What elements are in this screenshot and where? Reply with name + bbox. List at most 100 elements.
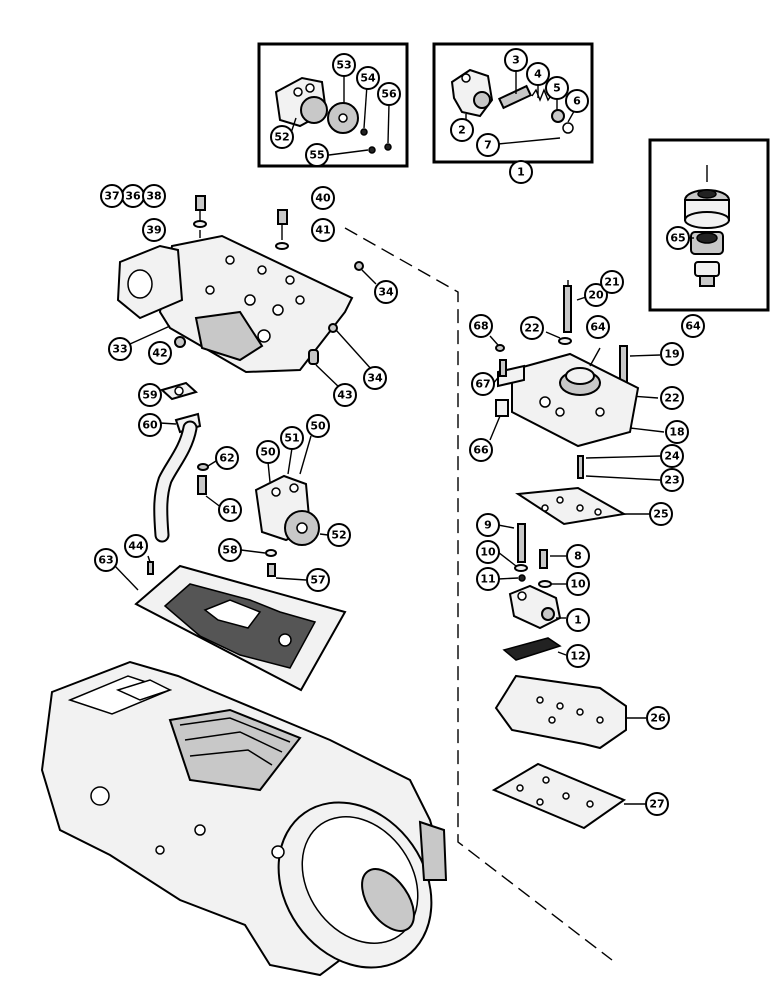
- svg-text:51: 51: [284, 432, 299, 445]
- callout-43: 43: [333, 383, 357, 407]
- svg-text:44: 44: [128, 540, 144, 553]
- callout-54: 54: [356, 66, 380, 90]
- svg-text:52: 52: [331, 529, 346, 542]
- svg-text:19: 19: [664, 348, 679, 361]
- callout-22a: 22: [520, 316, 544, 340]
- svg-text:58: 58: [222, 544, 237, 557]
- callout-10a: 10: [476, 540, 500, 564]
- gasket-12-part: [502, 637, 562, 661]
- svg-text:56: 56: [381, 88, 397, 101]
- pump-body-52-part: [274, 76, 328, 128]
- gasket-25-part: [515, 486, 627, 526]
- callout-10b: 10: [566, 572, 590, 596]
- callout-1a: 1: [509, 160, 533, 184]
- svg-text:21: 21: [604, 276, 619, 289]
- valve-1-part: [508, 584, 562, 630]
- callout-60: 60: [138, 413, 162, 437]
- callout-22b: 22: [660, 386, 684, 410]
- svg-text:57: 57: [310, 574, 325, 587]
- svg-text:37: 37: [104, 190, 119, 203]
- callout-34a: 34: [374, 280, 398, 304]
- assembly-dashed-path: [344, 227, 613, 961]
- svg-text:54: 54: [360, 72, 376, 85]
- callout-9: 9: [476, 513, 500, 537]
- callout-4: 4: [526, 62, 550, 86]
- callout-24: 24: [660, 444, 684, 468]
- plug-part: [694, 261, 720, 287]
- callout-50a: 50: [256, 440, 280, 464]
- svg-text:18: 18: [669, 426, 684, 439]
- svg-text:62: 62: [219, 452, 234, 465]
- callout-64a: 64: [586, 315, 610, 339]
- callout-5: 5: [545, 76, 569, 100]
- valve-body-18-part: [497, 352, 640, 448]
- callout-66: 66: [469, 438, 493, 462]
- svg-text:34: 34: [378, 286, 394, 299]
- callout-59: 59: [138, 383, 162, 407]
- svg-text:27: 27: [649, 798, 664, 811]
- callout-2: 2: [450, 118, 474, 142]
- housing-33-part: [116, 234, 354, 374]
- svg-text:64: 64: [685, 320, 701, 333]
- callout-68: 68: [469, 314, 493, 338]
- callout-7: 7: [476, 133, 500, 157]
- svg-text:24: 24: [664, 450, 680, 463]
- callout-61: 61: [218, 498, 242, 522]
- svg-text:59: 59: [142, 389, 157, 402]
- callout-51: 51: [280, 426, 304, 450]
- gasket-63-part: [134, 564, 347, 692]
- svg-text:55: 55: [309, 149, 324, 162]
- callout-62: 62: [215, 446, 239, 470]
- callout-50b: 50: [306, 414, 330, 438]
- callout-18: 18: [665, 420, 689, 444]
- svg-text:22: 22: [524, 322, 539, 335]
- svg-text:53: 53: [336, 59, 351, 72]
- svg-text:2: 2: [458, 124, 466, 137]
- callout-34b: 34: [363, 366, 387, 390]
- callout-57: 57: [306, 568, 330, 592]
- callout-55: 55: [305, 143, 329, 167]
- callout-63: 63: [94, 548, 118, 572]
- callout-67: 67: [471, 372, 495, 396]
- svg-text:26: 26: [650, 712, 666, 725]
- svg-text:39: 39: [146, 224, 161, 237]
- callout-27: 27: [645, 792, 669, 816]
- gear-53-part: [327, 102, 359, 134]
- svg-text:66: 66: [473, 444, 489, 457]
- callout-6: 6: [565, 89, 589, 113]
- svg-text:9: 9: [484, 519, 492, 532]
- valve-body-2-part: [450, 68, 494, 118]
- callout-37: 37: [100, 184, 124, 208]
- svg-text:61: 61: [222, 504, 237, 517]
- svg-text:38: 38: [146, 190, 161, 203]
- svg-text:20: 20: [588, 289, 604, 302]
- svg-text:67: 67: [475, 378, 490, 391]
- callout-52b: 52: [327, 523, 351, 547]
- callout-23: 23: [660, 468, 684, 492]
- svg-text:8: 8: [574, 550, 582, 563]
- coil-65-part: [690, 231, 724, 255]
- callout-26: 26: [646, 706, 670, 730]
- transmission-housing-part: [40, 660, 448, 977]
- callout-42-final: 42: [148, 341, 172, 365]
- callout-19: 19: [660, 342, 684, 366]
- callout-65: 65: [666, 226, 690, 250]
- svg-text:43: 43: [337, 389, 352, 402]
- svg-text:4: 4: [534, 68, 542, 81]
- svg-text:63: 63: [98, 554, 113, 567]
- svg-text:65: 65: [670, 232, 685, 245]
- callout-39: 39: [142, 218, 166, 242]
- spool-3-part: [497, 84, 533, 110]
- svg-text:34: 34: [367, 372, 383, 385]
- spring-4-part: [531, 88, 553, 102]
- svg-text:41: 41: [315, 224, 330, 237]
- inset-box-cap: [648, 138, 770, 312]
- svg-text:50: 50: [310, 420, 326, 433]
- svg-text:3: 3: [512, 54, 520, 67]
- svg-text:64: 64: [590, 321, 606, 334]
- callout-40: 40: [311, 186, 335, 210]
- svg-text:5: 5: [553, 82, 561, 95]
- inset-box-pump-gears: [257, 42, 409, 168]
- callout-41: 41: [311, 218, 335, 242]
